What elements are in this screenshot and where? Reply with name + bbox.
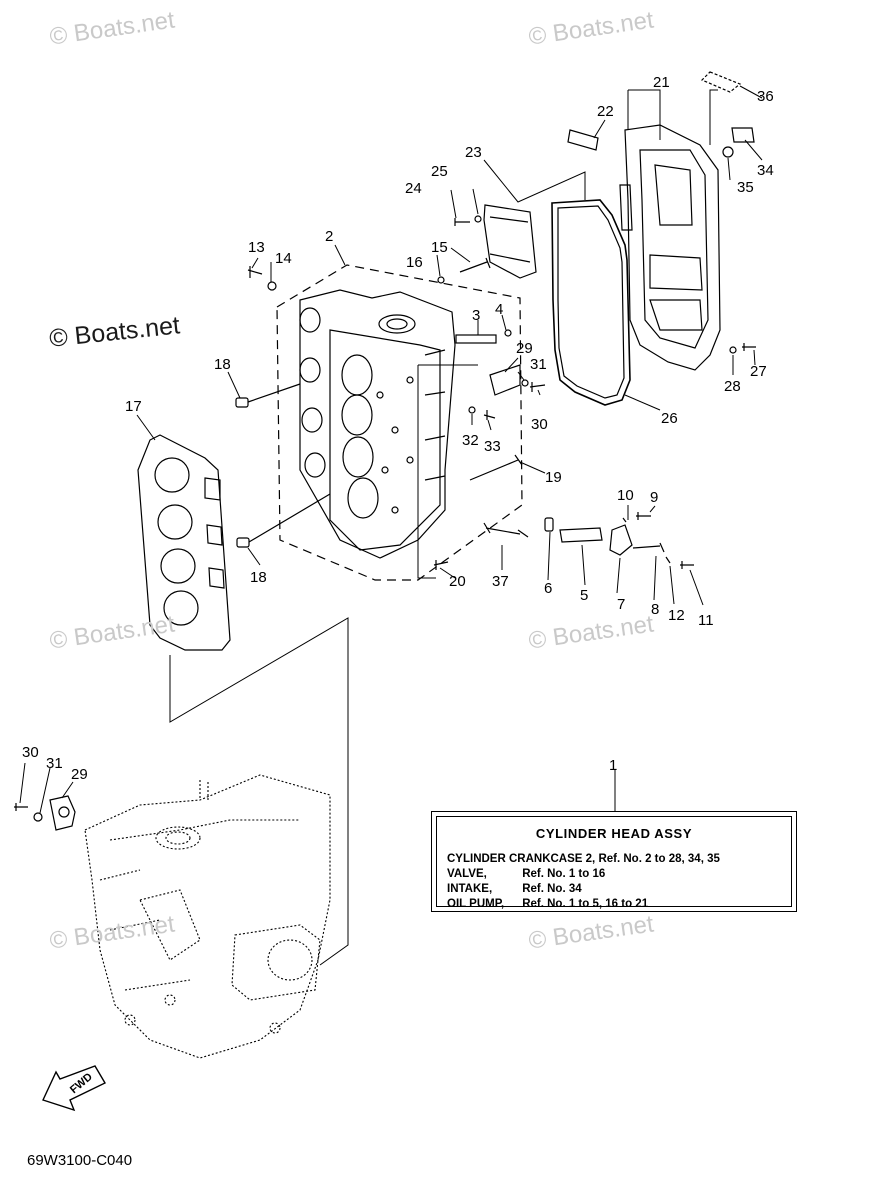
callout-8[interactable]: 8 (651, 601, 660, 618)
callout-13[interactable]: 13 (248, 239, 265, 256)
callout-30-upper[interactable]: 30 (531, 416, 548, 433)
callout-33[interactable]: 33 (484, 438, 501, 455)
callout-36[interactable]: 36 (757, 88, 774, 105)
callout-19[interactable]: 19 (545, 469, 562, 486)
legend-row-ref: Ref. No. 1 to 5, 16 to 21 (522, 898, 649, 910)
head-gasket (137, 434, 231, 651)
callout-26[interactable]: 26 (661, 410, 678, 427)
callout-31-upper[interactable]: 31 (530, 356, 547, 373)
callout-23[interactable]: 23 (465, 144, 482, 161)
fasteners (247, 71, 756, 570)
callout-25[interactable]: 25 (431, 163, 448, 180)
callout-18-lower[interactable]: 18 (250, 569, 267, 586)
callout-14[interactable]: 14 (275, 250, 292, 267)
callout-27[interactable]: 27 (750, 363, 767, 380)
legend-title: CYLINDER HEAD ASSY (535, 826, 693, 841)
callout-32[interactable]: 32 (462, 432, 479, 449)
callout-11[interactable]: 11 (698, 612, 714, 629)
callout-21[interactable]: 21 (653, 74, 670, 91)
dowel-pin-lower (236, 537, 250, 548)
legend-row-name: OIL PUMP, (447, 898, 505, 910)
callout-28[interactable]: 28 (724, 378, 741, 395)
legend-row: INTAKE, Ref. No. 34 (447, 883, 582, 895)
legend-row-ref: Ref. No. 1 to 16 (522, 868, 606, 880)
crankcase-fittings (14, 762, 76, 831)
callout-7[interactable]: 7 (617, 596, 626, 613)
callout-17[interactable]: 17 (125, 398, 142, 415)
leader-lines (136, 85, 763, 812)
legend-row: VALVE, Ref. No. 1 to 16 (447, 868, 605, 880)
callout-30-lower[interactable]: 30 (22, 744, 39, 761)
callout-15[interactable]: 15 (431, 239, 448, 256)
callout-24[interactable]: 24 (405, 180, 422, 197)
callout-18-upper[interactable]: 18 (214, 356, 231, 373)
callout-5[interactable]: 5 (580, 587, 589, 604)
callout-4[interactable]: 4 (495, 301, 504, 318)
cylinder-head-boundary (276, 264, 523, 581)
callout-12[interactable]: 12 (668, 607, 685, 624)
cylinder-head (299, 289, 456, 559)
assembly-legend: CYLINDER HEAD ASSY CYLINDER CRANKCASE 2,… (431, 811, 797, 912)
legend-row-name: INTAKE, (447, 883, 493, 895)
callout-29-upper[interactable]: 29 (516, 340, 533, 357)
oil-pump-plate (483, 204, 537, 279)
diagram-code: 69W3100-C040 (27, 1152, 133, 1169)
callout-20[interactable]: 20 (449, 573, 466, 590)
link-lines (169, 617, 349, 966)
callout-29-lower[interactable]: 29 (71, 766, 88, 783)
crankcase (84, 774, 331, 1059)
callout-3[interactable]: 3 (472, 307, 481, 324)
dowel-pin-upper (235, 397, 249, 408)
legend-row-name: VALVE, (447, 868, 487, 880)
legend-row-ref: Ref. No. 2 to 28, 34, 35 (598, 853, 720, 865)
legend-row-name: CYLINDER CRANKCASE 2, (447, 853, 596, 865)
legend-row: CYLINDER CRANKCASE 2, Ref. No. 2 to 28, … (447, 853, 720, 865)
callout-1[interactable]: 1 (609, 757, 618, 774)
fwd-arrow (42, 1065, 106, 1112)
legend-frame: CYLINDER HEAD ASSY CYLINDER CRANKCASE 2,… (436, 816, 792, 910)
callout-10[interactable]: 10 (617, 487, 634, 504)
callout-37[interactable]: 37 (492, 573, 509, 590)
callout-16[interactable]: 16 (406, 254, 423, 271)
head-cover (619, 124, 721, 371)
legend-row-ref: Ref. No. 34 (522, 883, 582, 895)
cover-gasket (551, 199, 631, 406)
legend-row: OIL PUMP, Ref. No. 1 to 5, 16 to 21 (447, 898, 648, 910)
callout-35[interactable]: 35 (737, 179, 754, 196)
callout-22[interactable]: 22 (597, 103, 614, 120)
callout-34[interactable]: 34 (757, 162, 774, 179)
callout-9[interactable]: 9 (650, 489, 659, 506)
callout-2[interactable]: 2 (325, 228, 334, 245)
callout-31-lower[interactable]: 31 (46, 755, 63, 772)
callout-6[interactable]: 6 (544, 580, 553, 597)
